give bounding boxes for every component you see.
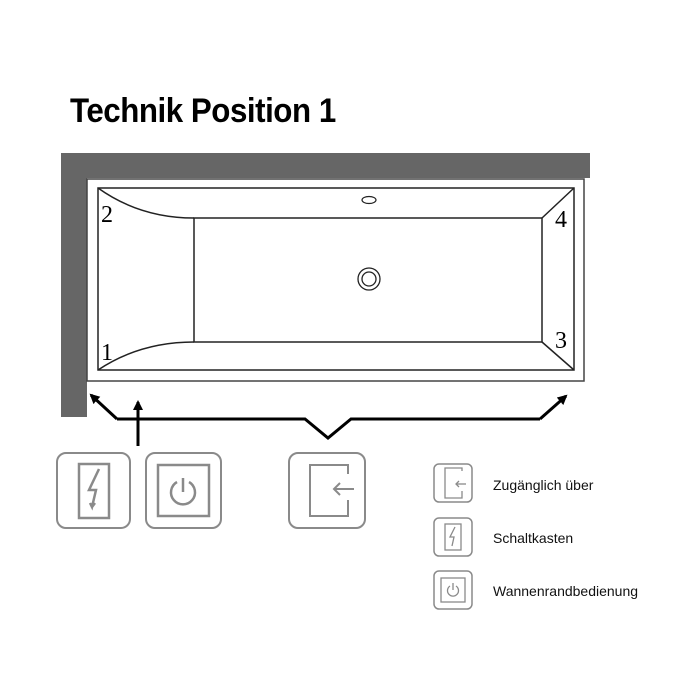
corner-diagonal-top — [541, 187, 575, 219]
corner-label-2: 2 — [101, 202, 113, 228]
electrical-box-icon — [56, 452, 131, 529]
drain-icon — [357, 267, 381, 291]
legend-label-schaltkasten: Schaltkasten — [493, 530, 574, 546]
legend-label-zugaenglich: Zugänglich über — [493, 477, 594, 493]
legend-electrical-box-icon — [433, 517, 473, 557]
legend-power-icon — [433, 570, 473, 610]
tub-basin — [193, 217, 543, 343]
page-title: Technik Position 1 — [70, 92, 336, 130]
access-arrows — [89, 393, 568, 446]
wall — [61, 153, 590, 417]
legend-access-door-icon — [433, 463, 473, 503]
access-door-icon — [288, 452, 366, 529]
corner-label-1: 1 — [101, 340, 113, 366]
overflow-icon — [361, 195, 377, 205]
corner-diagonal-bottom — [541, 341, 575, 371]
backrest-curve-bottom — [97, 341, 195, 371]
corner-label-3: 3 — [555, 328, 567, 354]
power-icon — [145, 452, 222, 529]
legend-label-wannenrandbedienung: Wannenrandbedienung — [493, 583, 639, 599]
corner-label-4: 4 — [555, 207, 567, 233]
backrest-curve-top — [97, 187, 195, 219]
